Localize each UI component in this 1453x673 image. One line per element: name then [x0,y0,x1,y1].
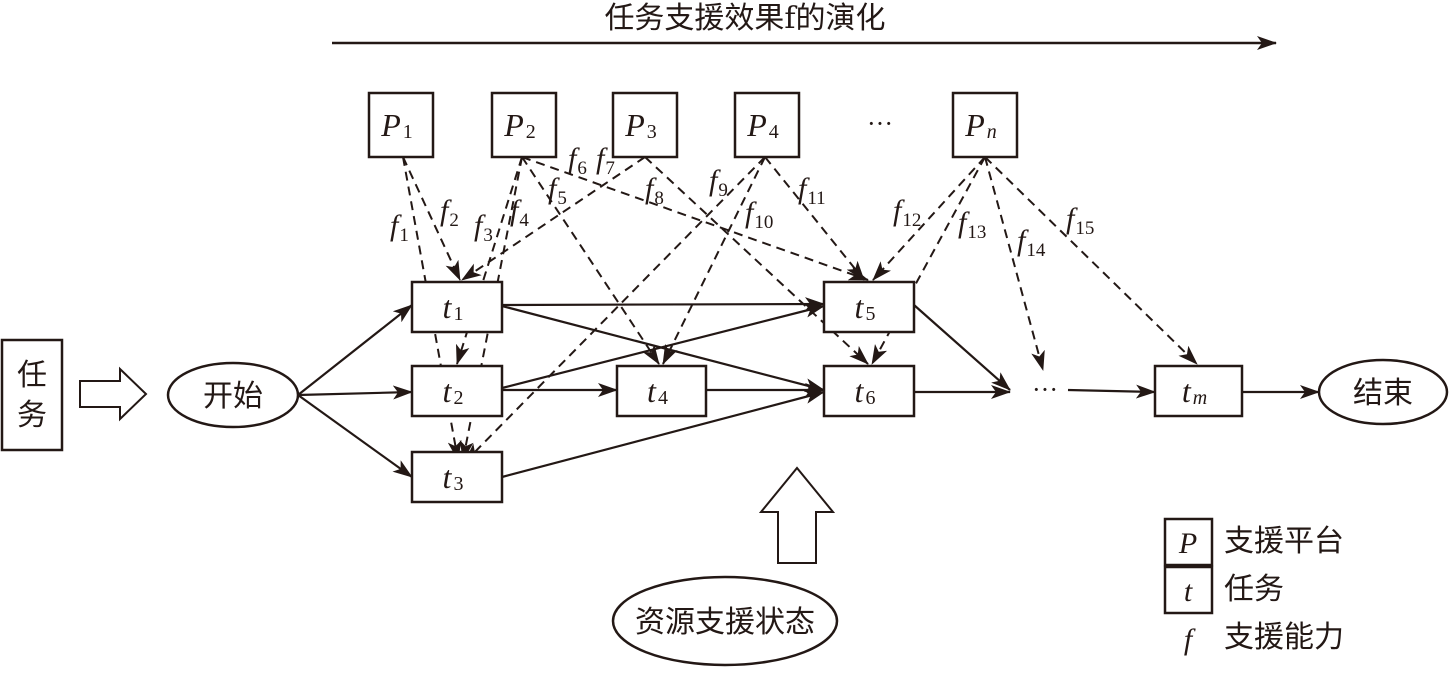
legend: P 支援平台 t 任务 f 支援能力 [1163,517,1344,656]
support-edge-f6 [521,156,869,281]
support-edge-f15 [984,156,1198,365]
flow-edges-layer [297,297,1320,479]
support-edge-label-f9: f9 [709,164,728,201]
legend-item-P: P 支援平台 [1163,517,1344,567]
support-edge-label-f10: f10 [745,196,773,233]
support-edge-f12 [872,156,986,281]
legend-item-t: t 任务 [1163,565,1284,615]
support-edge-f2 [402,156,461,281]
flow-edge-start-t2 [297,385,413,400]
support-edge-label-f13: f13 [958,206,986,243]
end-node: 结束 [1317,358,1449,426]
resource-state-label: 资源支援状态 [635,605,815,640]
diagram-title: 任务支援效果f的演化 [604,1,885,36]
legend-text: 支援平台 [1224,524,1344,559]
resource-state-node: 资源支援状态 [611,575,839,667]
flow-edge-t2-t5 [501,303,825,390]
support-edge-f10 [662,156,766,365]
support-edge-f11 [764,156,865,281]
flow-edge-t3-t6 [501,390,825,479]
task-ellipsis: ··· [1032,375,1058,404]
task-input-label-char: 务 [17,398,47,433]
flow-edge-dots-tm [1067,384,1156,399]
support-edge-f7 [461,156,646,281]
task-input-box: 任 务 [0,338,64,452]
support-edge-label-f15: f15 [1066,202,1094,239]
platform-ellipsis: ··· [867,109,893,138]
support-edge-label-f3: f3 [474,209,493,246]
support-edge-label-f11: f11 [798,172,826,209]
support-edge-label-f4: f4 [510,194,529,231]
flow-edge-t5-dots [913,304,1011,391]
hollow-right-arrow-icon [79,366,148,422]
support-edge-label-f1: f1 [390,209,409,246]
hollow-up-arrow-icon [758,466,836,564]
flow-edge-start-t3 [297,394,413,478]
legend-symbol: P [1178,527,1197,560]
legend-symbol: t [1184,575,1193,608]
support-edge-label-f14: f14 [1017,224,1046,261]
support-edge-label-f12: f12 [893,194,921,231]
legend-text: 支援能力 [1224,620,1344,655]
support-edge-label-f8: f8 [645,172,664,209]
support-edge-f14 [984,156,1045,371]
support-edge-f8 [644,156,869,365]
start-node: 开始 [166,361,300,429]
legend-text: 任务 [1224,572,1284,607]
support-edge-label-f2: f2 [440,194,459,231]
flow-edge-start-t1 [297,304,413,396]
end-label: 结束 [1353,376,1413,411]
start-label: 开始 [203,379,263,414]
support-edge-f5 [521,156,660,365]
support-edge-label-f5: f5 [548,172,567,209]
flow-edge-t1-t5 [501,297,825,312]
task-input-label-char: 任 [17,358,47,393]
legend-item-f: f 支援能力 [1184,620,1344,656]
support-edge-label-f6: f6 [568,142,587,179]
legend-symbol: f [1184,623,1196,656]
support-edge-f9 [464,156,766,463]
